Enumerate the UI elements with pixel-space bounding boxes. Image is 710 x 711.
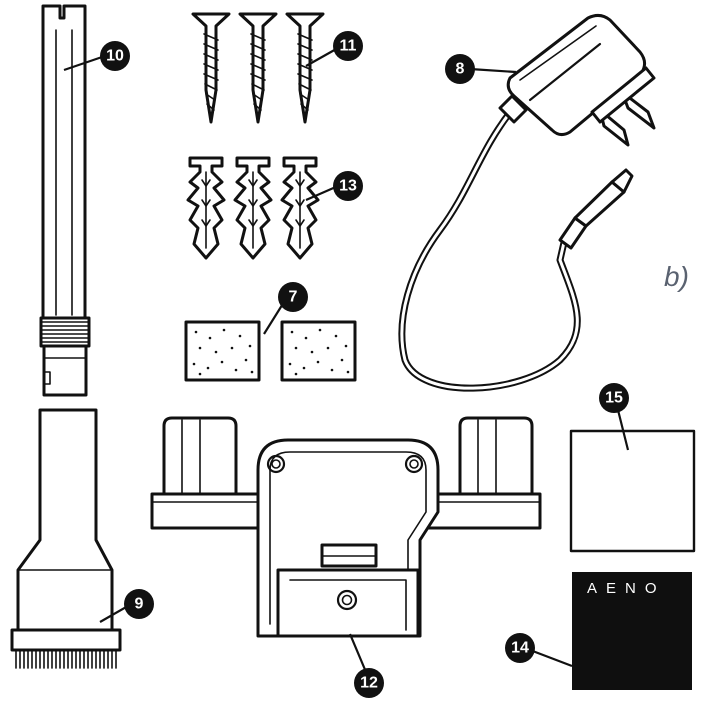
callout-badge-11: 11 xyxy=(333,31,363,61)
svg-text:10: 10 xyxy=(106,48,124,65)
svg-text:8: 8 xyxy=(456,61,465,78)
callout-badge-15: 15 xyxy=(599,383,629,413)
power-adapter-illustration xyxy=(398,13,656,392)
callout-badge-13: 13 xyxy=(333,171,363,201)
sticker-sheet-illustration xyxy=(569,429,696,553)
brand-card-text: AENO xyxy=(587,580,666,597)
callout-badge-12: 12 xyxy=(354,668,384,698)
leader-lines xyxy=(63,47,630,673)
brand-card-illustration: AENO xyxy=(572,572,692,690)
callout-badge-9: 9 xyxy=(124,589,154,619)
svg-text:14: 14 xyxy=(511,640,529,657)
svg-text:12: 12 xyxy=(360,675,378,692)
callout-badge-7: 7 xyxy=(278,282,308,312)
callout-badge-14: 14 xyxy=(505,633,535,663)
callout-badge-8: 8 xyxy=(445,54,475,84)
section-label: b) xyxy=(664,261,689,292)
wall-plugs-illustration xyxy=(186,156,320,260)
svg-text:15: 15 xyxy=(605,390,623,407)
wall-mount-illustration xyxy=(150,416,542,638)
svg-text:9: 9 xyxy=(135,596,144,613)
svg-text:13: 13 xyxy=(339,178,357,195)
svg-text:7: 7 xyxy=(289,289,298,306)
svg-text:11: 11 xyxy=(340,38,357,55)
screws-illustration xyxy=(191,12,325,124)
callout-badge-10: 10 xyxy=(100,41,130,71)
wide-nozzle-illustration xyxy=(10,408,122,669)
crevice-nozzle-illustration xyxy=(39,4,91,397)
pads-illustration xyxy=(184,320,357,382)
